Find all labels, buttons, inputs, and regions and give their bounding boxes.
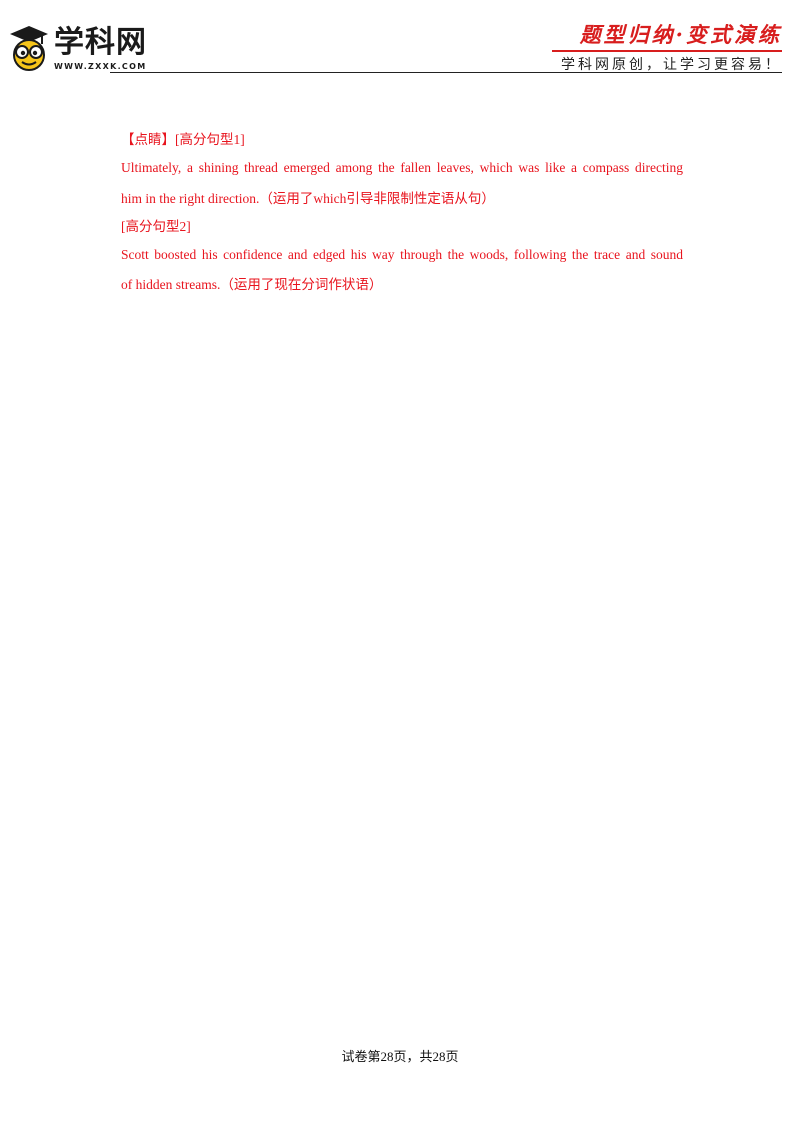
page-footer-page-number: 试卷第28页，共28页 (341, 1049, 459, 1064)
pattern2-label: [高分句型2] (121, 218, 191, 234)
pattern2-sentence-line2: of hidden streams.（运用了现在分词作状语） (121, 277, 383, 292)
header-slogan-subtitle: 学科网原创，让学习更容易！ (561, 57, 782, 73)
answer-tip-section: 【点睛】[高分句型1] Ultimately, a shining thread… (121, 128, 683, 304)
pattern1-sentence-line2: him in the right direction.（运用了which引导非限… (121, 190, 495, 206)
pattern1-sentence-line1: Ultimately, a shining thread emerged amo… (121, 160, 683, 175)
page-header: 学科网 WWW.ZXXK.COM 题型归纳·变式演练 学科网原创，让学习更容易！ (0, 0, 800, 80)
header-slogan-title: 题型归纳·变式演练 (579, 22, 782, 47)
header-red-divider (552, 50, 782, 52)
pattern2-sentence-line1: Scott boosted his confidence and edged h… (121, 246, 683, 262)
tip-label: 【点睛】[高分句型1] (121, 132, 245, 147)
mascot-owl-icon (10, 26, 48, 71)
header-divider (110, 72, 782, 73)
logo-url: WWW.ZXXK.COM (54, 62, 147, 71)
logo-name: 学科网 (54, 25, 147, 60)
zxxk-logo[interactable]: 学科网 WWW.ZXXK.COM (8, 24, 168, 76)
